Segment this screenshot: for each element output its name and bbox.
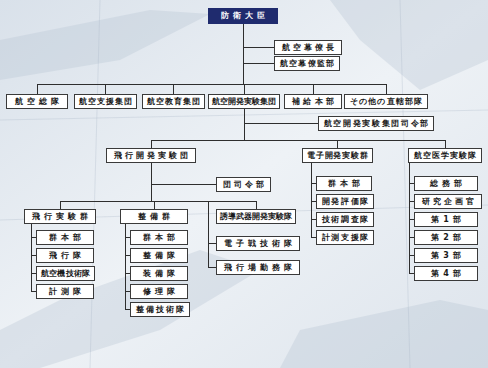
org-box: その他の直轄部隊 [344, 94, 428, 109]
org-box: 飛行隊 [36, 248, 94, 263]
org-box: 航空機技術隊 [36, 266, 95, 281]
unit-name: 計測隊 [45, 288, 85, 296]
unit-name: 航空支援集団 [78, 98, 133, 106]
unit-name: 航空幕僚監部 [278, 60, 335, 68]
org-connector [60, 163, 151, 209]
unit-name: 第2部 [427, 234, 465, 242]
org-box: 研究企画官 [414, 194, 482, 209]
org-box: 団司令部 [216, 177, 271, 192]
unit-name: 航空医学実験隊 [412, 152, 477, 160]
unit-name: 航空開発実験集団司令部 [322, 120, 430, 128]
unit-name: 整備隊 [139, 252, 179, 260]
unit-name: 整備技術隊 [134, 306, 186, 314]
org-connector [244, 109, 318, 124]
unit-name: 装備隊 [139, 270, 179, 278]
org-box: 技術調査隊 [316, 212, 374, 227]
org-box: 整備技術隊 [130, 302, 190, 317]
unit-name: 研究企画官 [418, 198, 477, 206]
unit-name: 修理隊 [139, 288, 179, 296]
org-box: 航空幕僚監部 [274, 56, 340, 71]
unit-name: 誘導武器開発実験隊 [220, 213, 292, 221]
org-box: 第4部 [414, 266, 478, 281]
org-box: 群本部 [36, 230, 94, 245]
minister-box: 防衛大臣 [208, 8, 278, 24]
org-box: 群本部 [316, 176, 372, 191]
unit-name: 群本部 [139, 234, 179, 242]
unit-name: 群本部 [45, 234, 85, 242]
org-box: 群本部 [130, 230, 188, 245]
org-connector [106, 24, 244, 94]
org-box: 第1部 [414, 212, 478, 227]
org-box: 整備隊 [130, 248, 188, 263]
unit-name: 第4部 [427, 270, 465, 278]
org-box: 航空総隊 [6, 94, 68, 109]
unit-name: 航空教育集団 [146, 98, 201, 106]
org-connector [174, 24, 244, 94]
org-connector [244, 109, 445, 148]
org-box: 航空開発実験集団司令部 [318, 116, 434, 131]
org-box: 飛行実験群 [24, 209, 96, 224]
unit-name: 航空機技術隊 [40, 270, 90, 278]
org-box: 飛行場勤務隊 [216, 260, 300, 275]
org-box: 開発評価隊 [316, 194, 374, 209]
org-box: 航空教育集団 [142, 94, 205, 109]
unit-name: 計測支援隊 [320, 234, 370, 242]
org-connector [37, 24, 243, 94]
unit-name: 第1部 [427, 216, 465, 224]
org-box: 電子開発実験群 [302, 148, 373, 163]
unit-name: 航空開発実験集団 [212, 98, 276, 106]
org-box: 航空幕僚長 [274, 40, 342, 55]
org-connector [243, 24, 274, 48]
unit-name: 電子開発実験群 [306, 152, 369, 160]
org-box: 装備隊 [130, 266, 188, 281]
unit-name: 整備群 [134, 213, 174, 221]
unit-name: 航空総隊 [11, 98, 63, 106]
org-connector [243, 24, 274, 64]
unit-name: 電子戦技術隊 [220, 240, 296, 248]
org-box: 第2部 [414, 230, 478, 245]
unit-name: 群本部 [324, 180, 364, 188]
unit-name: 航空幕僚長 [278, 44, 337, 52]
unit-name: 技術調査隊 [320, 216, 370, 224]
unit-name: 総務部 [426, 180, 466, 188]
unit-name: 補給本部 [288, 98, 338, 106]
org-connector [151, 163, 216, 185]
org-box: 総務部 [414, 176, 478, 191]
unit-name: 飛行開発実験団 [110, 152, 191, 160]
org-connector [151, 109, 244, 148]
unit-name: 防衛大臣 [217, 12, 269, 20]
org-box: 修理隊 [130, 284, 188, 299]
org-box: 航空開発実験集団 [208, 94, 280, 109]
org-box: 航空医学実験隊 [408, 148, 482, 163]
unit-name: 開発評価隊 [320, 198, 370, 206]
org-box: 電子戦技術隊 [216, 236, 300, 251]
unit-name: 飛行実験群 [28, 213, 92, 221]
org-box: 計測隊 [36, 284, 94, 299]
org-connector [243, 24, 386, 94]
unit-name: 団司令部 [220, 181, 267, 189]
org-box: 第3部 [414, 248, 478, 263]
org-box: 補給本部 [284, 94, 342, 109]
org-box: 整備群 [120, 209, 188, 224]
unit-name: 第3部 [427, 252, 465, 260]
org-box: 計測支援隊 [316, 230, 374, 245]
org-box: 飛行開発実験団 [106, 148, 196, 163]
unit-name: その他の直轄部隊 [348, 98, 423, 106]
org-box: 誘導武器開発実験隊 [216, 209, 296, 224]
unit-name: 飛行隊 [45, 252, 85, 260]
unit-name: 飛行場勤務隊 [220, 264, 296, 272]
org-box: 航空支援集団 [74, 94, 137, 109]
